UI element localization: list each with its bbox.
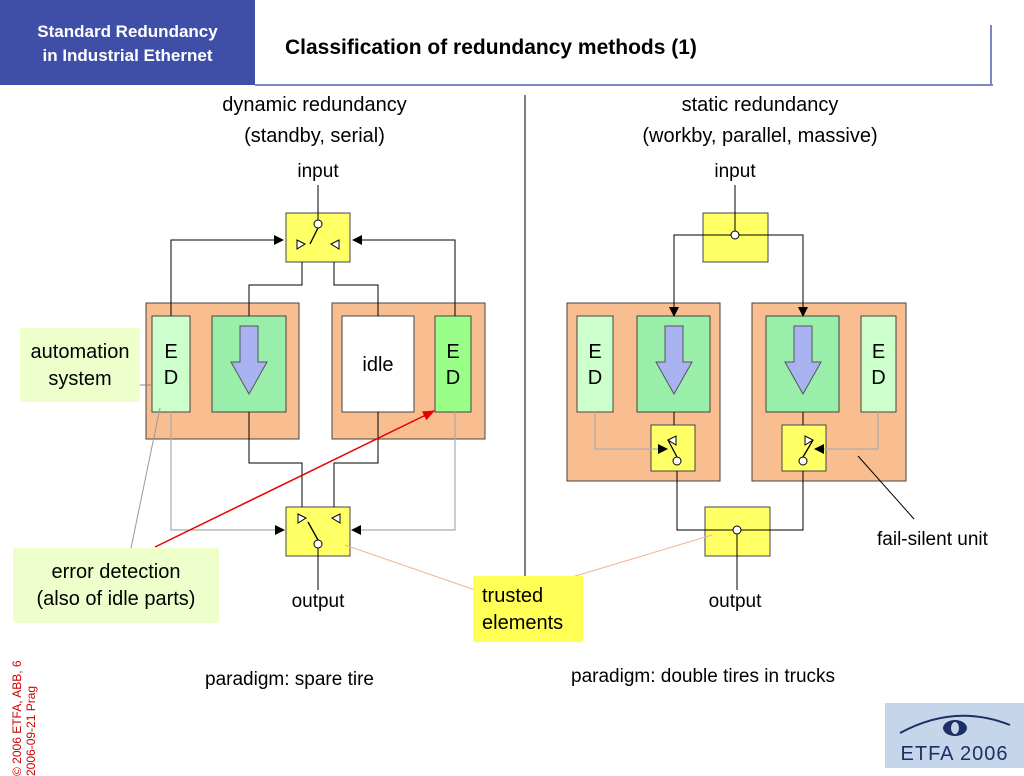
trusted-callout-line-2: elements	[482, 612, 564, 634]
right-paradigm: paradigm: double tires in trucks	[571, 666, 836, 687]
copyright-line-2: 2006-09-21 Prag	[24, 685, 38, 776]
automation-callout-box	[20, 328, 140, 402]
fail-silent-leader	[857, 455, 915, 520]
trusted-callout-box	[473, 576, 583, 642]
ed-label-right-2-d: D	[871, 367, 886, 389]
left-paradigm: paradigm: spare tire	[205, 669, 374, 690]
page-title: Classification of redundancy methods (1)	[285, 36, 697, 59]
left-heading-line-1: dynamic redundancy	[222, 94, 407, 116]
header-right-rule	[990, 25, 992, 86]
error-red-arrow	[154, 410, 435, 548]
left-error-wiring	[170, 412, 456, 535]
right-wiring	[669, 185, 808, 590]
ed-label-right-1-e: E	[588, 341, 602, 363]
left-unit-2	[331, 302, 486, 440]
error-callout-line-1: error detection	[51, 561, 181, 583]
ed-label-right-2-e: E	[871, 341, 886, 363]
error-leader	[130, 407, 161, 549]
header-line-2: in Industrial Ethernet	[42, 46, 213, 65]
trusted-leader-left	[344, 544, 476, 591]
ed-label-left-2-e: E	[446, 341, 460, 363]
automation-callout-line-1: automation	[30, 341, 130, 363]
ed-label-right-1-d: D	[587, 367, 603, 389]
down-arrow-icon	[655, 325, 693, 396]
left-input-switch	[285, 212, 351, 263]
automation-callout-line-2: system	[48, 368, 112, 390]
header-underline	[255, 84, 993, 86]
header-logo-box: Standard Redundancy in Industrial Ethern…	[0, 0, 255, 85]
right-unit-2	[751, 302, 907, 482]
left-output-switch	[285, 506, 351, 557]
left-input-label: input	[297, 161, 339, 182]
ed-label-left-2-d: D	[445, 367, 461, 389]
right-output-label: output	[708, 591, 762, 612]
copyright-vertical: © 2006 ETFA, ABB, 6 2006-09-21 Prag	[10, 616, 38, 776]
header-line-1: Standard Redundancy	[37, 22, 218, 41]
down-arrow-icon	[230, 325, 268, 396]
trusted-callout-line-1: trusted	[482, 585, 544, 607]
error-callout-box	[13, 548, 219, 623]
left-heading-line-2: (standby, serial)	[244, 125, 385, 147]
etfa-logo: ETFA 2006	[885, 703, 1024, 768]
error-callout-line-2: (also of idle parts)	[36, 588, 196, 610]
right-input-label: input	[714, 161, 756, 182]
left-output-label: output	[291, 591, 345, 612]
ed-label-left-1-e: E	[164, 341, 178, 363]
fail-silent-label: fail-silent unit	[877, 529, 988, 550]
trusted-leader-right	[561, 534, 713, 581]
etfa-swoosh-icon	[899, 714, 1011, 736]
right-error-wiring	[594, 412, 879, 454]
logo-text: ETFA 2006	[900, 743, 1009, 765]
right-heading-line-1: static redundancy	[681, 94, 839, 116]
right-input-element	[702, 212, 769, 263]
copyright-line-1: © 2006 ETFA, ABB, 6	[10, 660, 24, 776]
idle-label: idle	[362, 354, 394, 376]
down-arrow-icon	[784, 325, 822, 396]
left-unit-1	[145, 302, 300, 440]
right-unit-1	[566, 302, 721, 482]
right-heading-line-2: (workby, parallel, massive)	[642, 125, 878, 147]
ed-label-left-1-d: D	[163, 367, 179, 389]
